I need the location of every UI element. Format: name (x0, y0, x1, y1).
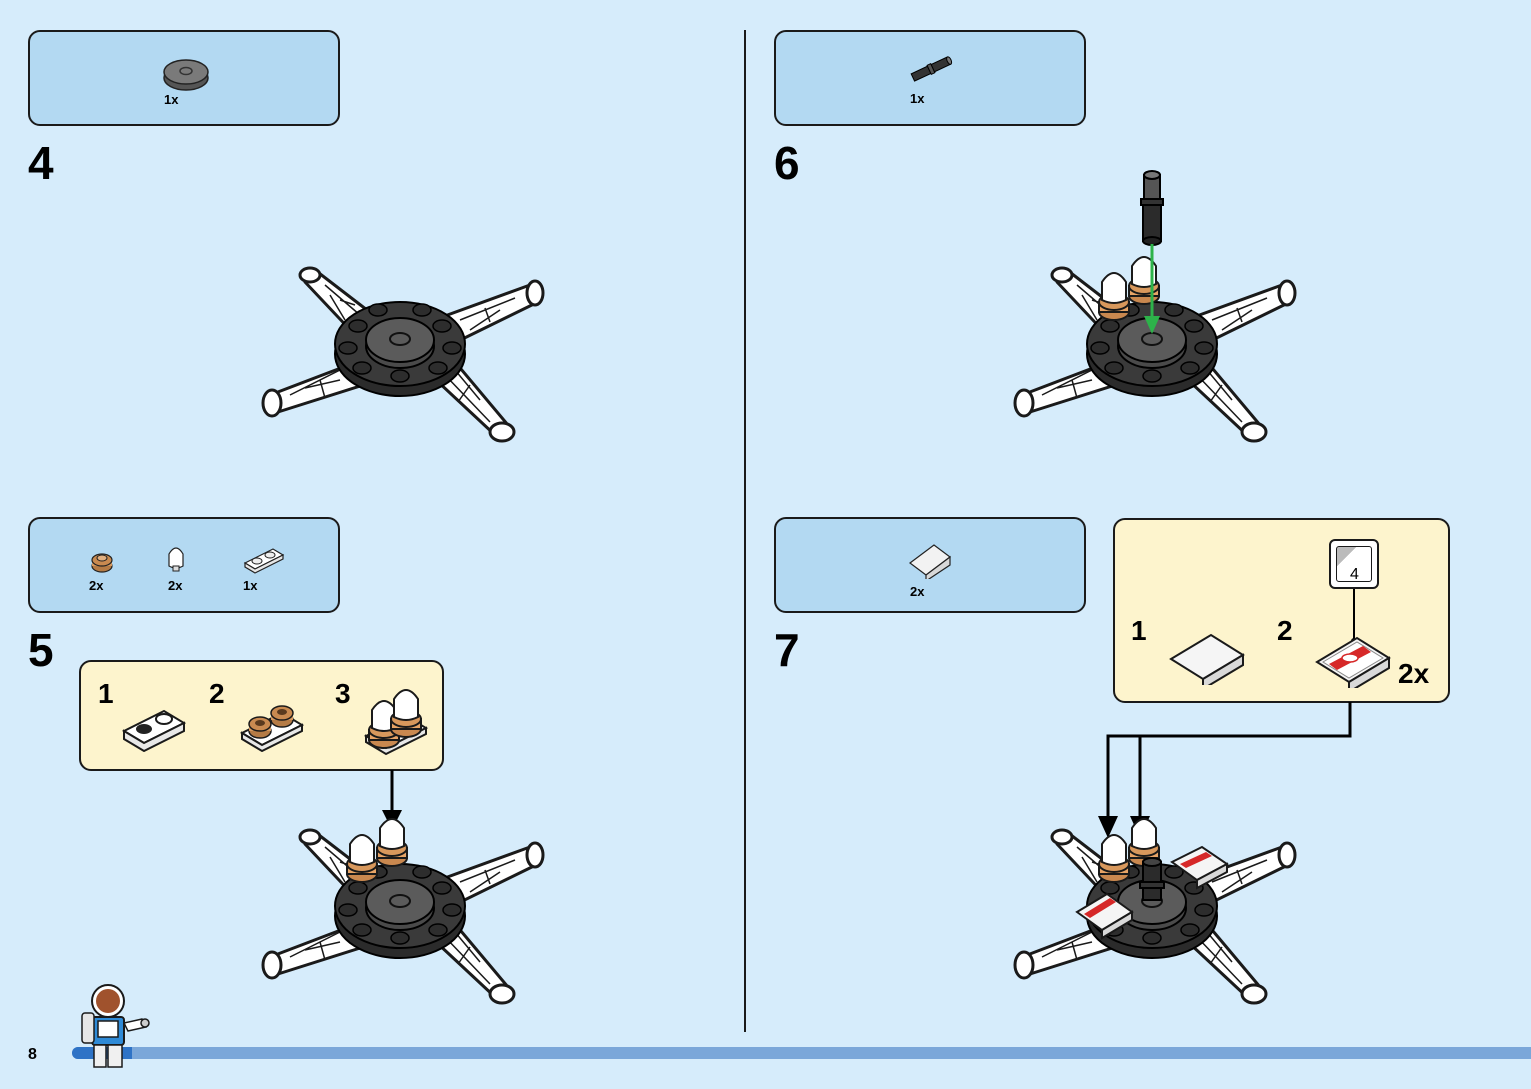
white-slope-plain (1165, 625, 1249, 685)
sub-step-number: 1 (98, 680, 114, 708)
step-number: 6 (774, 140, 800, 186)
sub-assembly-callout-step-5: 1 2 3 (79, 660, 444, 771)
part-quantity: 2x (910, 585, 924, 598)
white-slope-with-sticker (1311, 628, 1395, 688)
part-quantity: 1x (243, 579, 257, 592)
cone-plate-assembly (361, 682, 431, 757)
model-step-7 (1002, 812, 1302, 1022)
white-cone-icon (166, 543, 186, 573)
sub-step-number: 2 (209, 680, 225, 708)
part-quantity: 2x (168, 579, 182, 592)
black-axle-pin (1141, 171, 1163, 245)
part-quantity: 2x (89, 579, 103, 592)
sub-step-number: 3 (335, 680, 351, 708)
parts-callout-step-5: 2x 2x 1x (28, 517, 340, 613)
model-step-4 (250, 250, 550, 460)
sticker-callout: 4 (1329, 539, 1379, 589)
part-quantity: 1x (910, 92, 924, 105)
page-number: 8 (28, 1046, 37, 1064)
step-number: 4 (28, 140, 54, 186)
step-number: 7 (774, 627, 800, 673)
step-number: 5 (28, 627, 54, 673)
page-column-divider (744, 30, 746, 1032)
model-step-5 (250, 812, 550, 1022)
sub-step-number: 1 (1131, 617, 1147, 645)
sub-step-number: 2 (1277, 617, 1293, 645)
bronze-round-plate-icon (88, 547, 116, 575)
sub-assembly-multiplier: 2x (1398, 660, 1429, 688)
black-axle-pin-icon (906, 54, 956, 84)
sub-assembly-callout-step-7: 1 2 4 2x (1113, 518, 1450, 703)
round-tile-icon (160, 52, 212, 92)
part-quantity: 1x (164, 93, 178, 106)
parts-callout-step-4: 1x (28, 30, 340, 126)
sticker-number: 4 (1350, 567, 1359, 583)
white-plate-assembly (119, 702, 189, 752)
white-plate-1x2-icon (240, 544, 286, 574)
footer-progress-bar (72, 1047, 1531, 1059)
model-step-6 (1002, 170, 1302, 460)
astronaut-minifigure-icon (78, 983, 154, 1071)
parts-callout-step-7: 2x (774, 517, 1086, 613)
bronze-plate-assembly (237, 697, 307, 752)
white-slope-icon (904, 539, 956, 579)
parts-callout-step-6: 1x (774, 30, 1086, 126)
